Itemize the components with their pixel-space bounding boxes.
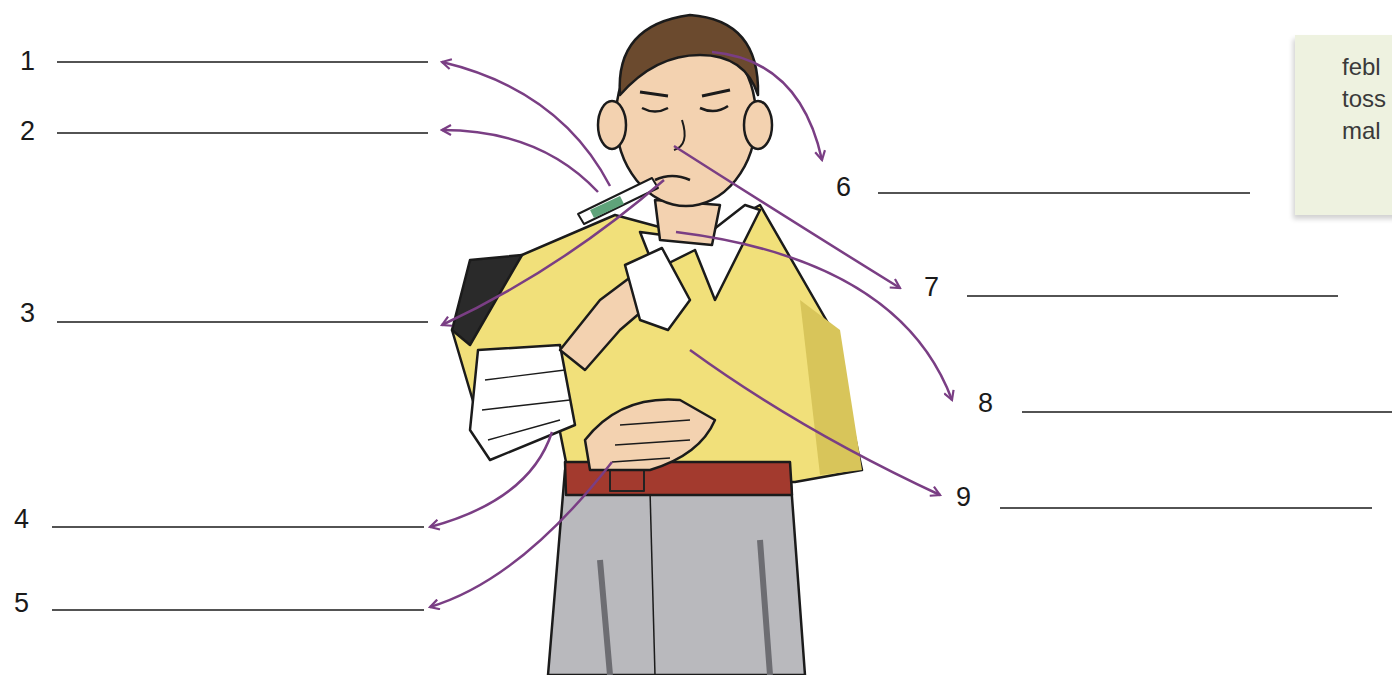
callout-number: 9 (956, 484, 971, 511)
word-item: mal (1342, 115, 1392, 147)
callout-number: 8 (978, 390, 993, 417)
callout-number: 1 (20, 48, 35, 75)
word-item: toss (1342, 83, 1392, 115)
callout-number: 4 (14, 506, 29, 533)
callout-number: 6 (836, 174, 851, 201)
man-figure (452, 15, 862, 675)
callout-number: 3 (20, 300, 35, 327)
word-item: febl (1342, 51, 1392, 83)
leader-arrows (430, 52, 952, 607)
callout-number: 7 (924, 274, 939, 301)
callout-number: 5 (14, 590, 29, 617)
callout-number: 2 (20, 118, 35, 145)
word-box: febltossmal (1295, 35, 1392, 215)
